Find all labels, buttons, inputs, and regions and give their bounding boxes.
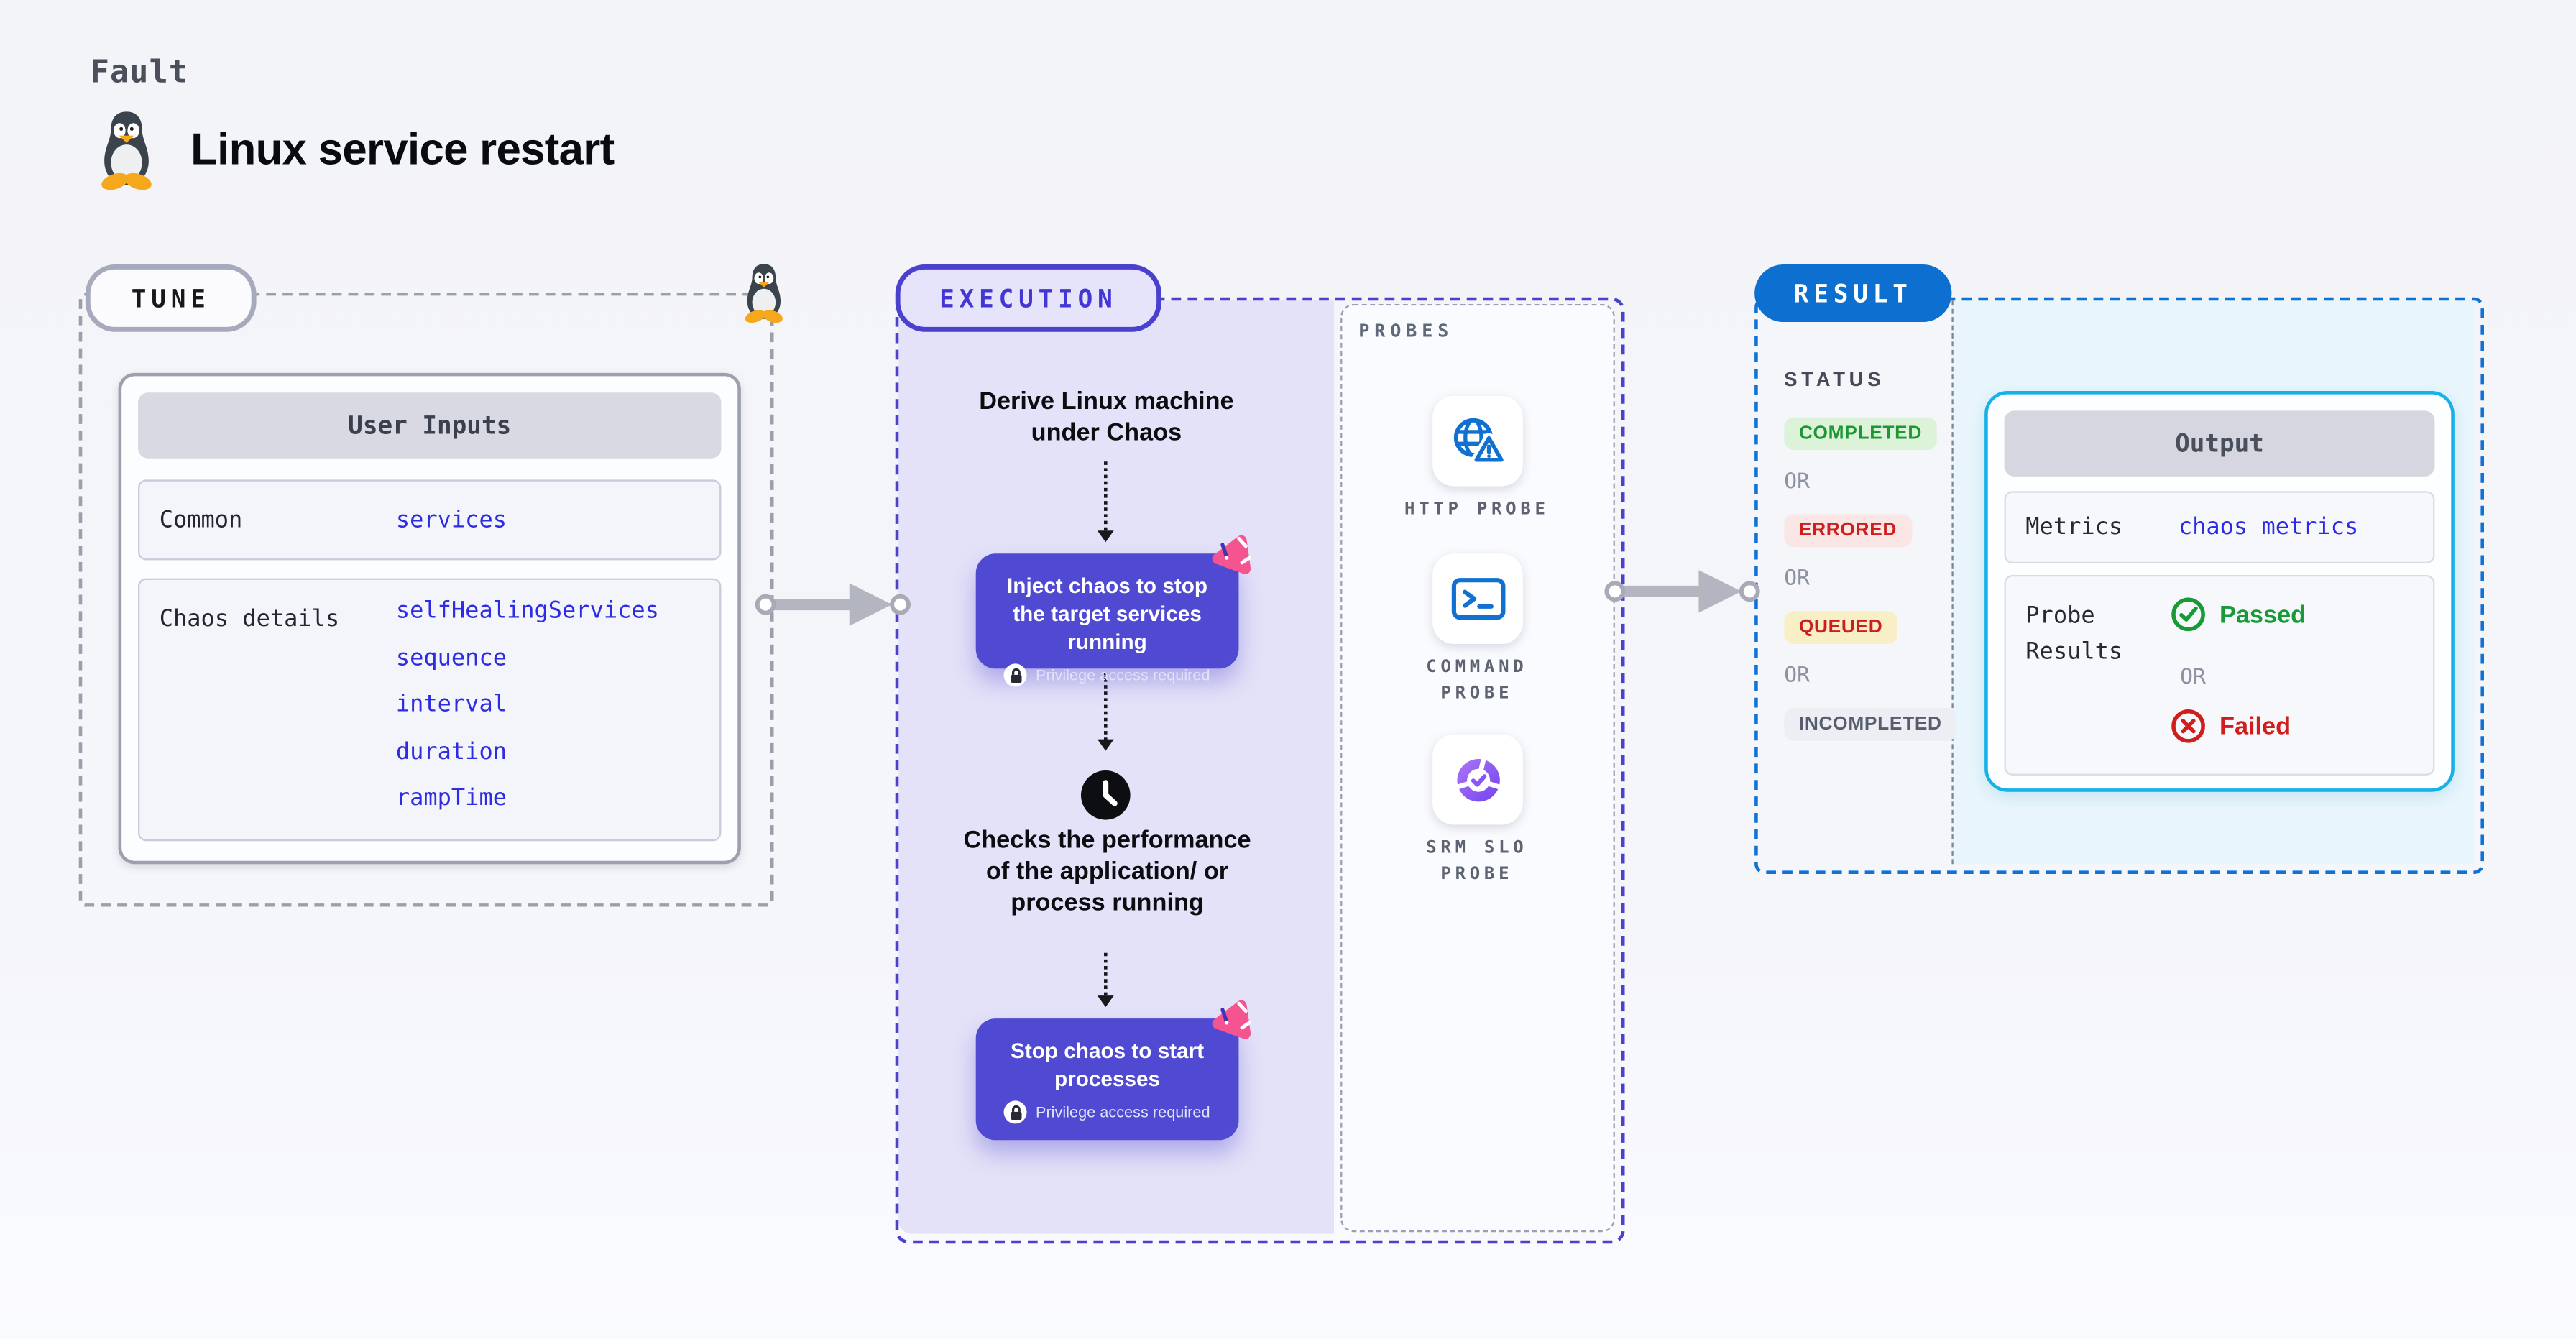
passed-label: Passed	[2219, 600, 2306, 629]
probe-results-row: Probe Results Passed OR F	[2004, 574, 2435, 776]
status-badge-completed: COMPLETED	[1784, 417, 1937, 451]
srm-slo-probe-card	[1432, 734, 1523, 825]
inject-chaos-node: Inject chaos to stop the target services…	[975, 553, 1239, 688]
x-circle-icon	[2170, 708, 2206, 744]
services-link[interactable]: services	[395, 507, 507, 534]
table-row-common: Common services	[137, 479, 722, 561]
fault-eyebrow: Fault	[90, 54, 189, 91]
connector-down-1	[1097, 461, 1114, 543]
duration-link[interactable]: duration	[395, 738, 507, 765]
page-title: Linux service restart	[190, 124, 615, 175]
stop-chaos-title: Stop chaos to start processes	[1010, 1038, 1205, 1092]
user-inputs-header: User Inputs	[137, 392, 722, 459]
or-separator: OR	[2180, 665, 2206, 690]
interval-link[interactable]: interval	[395, 691, 507, 718]
command-probe-label: COMMAND PROBE	[1426, 657, 1528, 704]
status-column-background	[1757, 300, 1952, 865]
sequence-link[interactable]: sequence	[395, 645, 507, 671]
connector-down-3	[1097, 952, 1114, 1008]
stop-chaos-node: Stop chaos to start processes Privilege …	[975, 1018, 1239, 1141]
status-badge-queued: QUEUED	[1784, 611, 1898, 644]
execution-section	[895, 297, 1625, 1244]
status-label: STATUS	[1784, 367, 1885, 391]
status-list: COMPLETED OR ERRORED OR QUEUED OR INCOMP…	[1784, 417, 1957, 761]
rampTime-link[interactable]: rampTime	[395, 785, 507, 812]
arrow-execution-to-result	[1604, 562, 1761, 621]
check-step-text: Checks the performance of the applicatio…	[963, 826, 1251, 916]
status-badge-incompleted: INCOMPLETED	[1784, 708, 1957, 741]
result-badge: RESULT	[1754, 264, 1952, 322]
chaos-spark-icon	[1208, 999, 1254, 1045]
tux-penguin-small-icon	[740, 259, 789, 325]
arrow-tune-to-execution	[754, 575, 911, 634]
probes-label: PROBES	[1358, 320, 1454, 342]
http-probe-label: HTTP PROBE	[1404, 499, 1550, 520]
lock-icon	[1004, 1101, 1028, 1125]
tune-badge: TUNE	[85, 264, 257, 332]
srm-slo-probe-label: SRM SLO PROBE	[1426, 837, 1528, 885]
metrics-row: Metrics chaos metrics	[2004, 491, 2435, 563]
clock-icon	[1080, 769, 1132, 822]
or-separator: OR	[1784, 566, 1811, 592]
privilege-note: Privilege access required	[976, 1101, 1239, 1125]
pie-check-icon	[1450, 752, 1506, 808]
chaos-spark-icon	[1208, 534, 1254, 580]
selfHealingServices-link[interactable]: selfHealingServices	[395, 597, 659, 625]
probe-results-label: Probe Results	[2025, 602, 2123, 665]
check-circle-icon	[2170, 597, 2206, 632]
connector-down-2	[1097, 673, 1114, 751]
result-divider	[1951, 300, 1954, 865]
privilege-note-text: Privilege access required	[1035, 666, 1210, 686]
row-label: Chaos details	[159, 606, 340, 632]
probes-panel: PROBES HTTP PROBE	[1340, 303, 1615, 1233]
failed-label: Failed	[2219, 712, 2291, 740]
passed-line: Passed	[2170, 597, 2306, 632]
status-badge-errored: ERRORED	[1784, 514, 1912, 548]
tux-penguin-icon	[93, 109, 159, 190]
lock-icon	[1004, 664, 1028, 688]
metrics-label: Metrics	[2025, 514, 2123, 540]
user-inputs-table: User Inputs Common services Chaos detail…	[118, 372, 741, 865]
privilege-note: Privilege access required	[976, 664, 1239, 688]
chaos-links-list: selfHealingServices sequence interval du…	[396, 598, 659, 811]
or-separator: OR	[1784, 663, 1811, 689]
or-separator: OR	[1784, 469, 1811, 494]
inject-chaos-title: Inject chaos to stop the target services…	[1007, 573, 1208, 655]
privilege-note-text: Privilege access required	[1035, 1103, 1210, 1122]
output-header: Output	[2004, 410, 2435, 477]
terminal-icon	[1448, 574, 1507, 625]
output-card: Output Metrics chaos metrics Probe Resul…	[1984, 390, 2455, 792]
failed-line: Failed	[2170, 708, 2291, 744]
derive-step-text: Derive Linux machine under Chaos	[979, 387, 1234, 447]
execution-badge: EXECUTION	[895, 264, 1162, 332]
globe-warning-icon	[1447, 414, 1509, 468]
table-row-chaos-details: Chaos details selfHealingServices sequen…	[137, 578, 722, 842]
chaos-metrics-link[interactable]: chaos metrics	[2178, 514, 2359, 540]
row-label: Common	[159, 507, 243, 534]
command-probe-card	[1432, 553, 1523, 644]
http-probe-card	[1432, 395, 1523, 487]
